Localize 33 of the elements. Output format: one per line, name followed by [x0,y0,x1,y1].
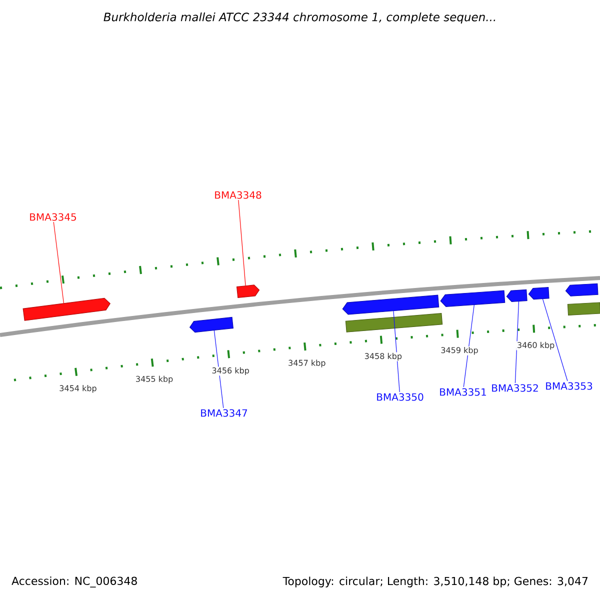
scale-label: 3455 kbp [134,375,174,384]
title: Burkholderia mallei ATCC 23344 chromosome 1, complete sequen... [104,12,496,24]
gene-block [506,289,528,302]
scale-label: 3456 kbp [211,366,250,376]
feature-bar [345,313,443,332]
scale-label: 3457 kbp [287,359,326,368]
feature-bar [567,302,600,316]
footer-text: Accession: NC_006348 [12,576,137,588]
gene-label: BMA3348 [215,191,262,199]
gene-label: BMA3353 [546,382,592,390]
gene-label: BMA3350 [377,393,424,401]
gene-label: BMA3352 [492,384,538,392]
gene-block [565,283,598,296]
scale-label: 3458 kbp [364,352,403,362]
gene-label: BMA3345 [30,213,76,221]
leader-line [463,304,474,388]
leader-line [238,200,246,286]
leader-line [214,330,224,408]
gene-block [22,298,111,321]
gene-block [440,290,506,307]
scale-label: 3459 kbp [440,346,479,356]
leader-line [53,222,64,304]
leader-line [542,298,568,382]
leader-line [393,310,400,392]
scale-label: 3454 kbp [58,384,98,394]
gene-label: BMA3351 [440,388,486,396]
footer-text: Topology: circular; Length: 3,510,148 bp; Genes: 3,047 [282,576,588,588]
gene-label: BMA3347 [201,409,248,417]
leader-line [514,301,520,384]
gene-block [342,294,440,315]
scale-label: 3460 kbp [516,341,556,350]
gene-block [528,287,550,300]
gene-block [189,316,234,333]
